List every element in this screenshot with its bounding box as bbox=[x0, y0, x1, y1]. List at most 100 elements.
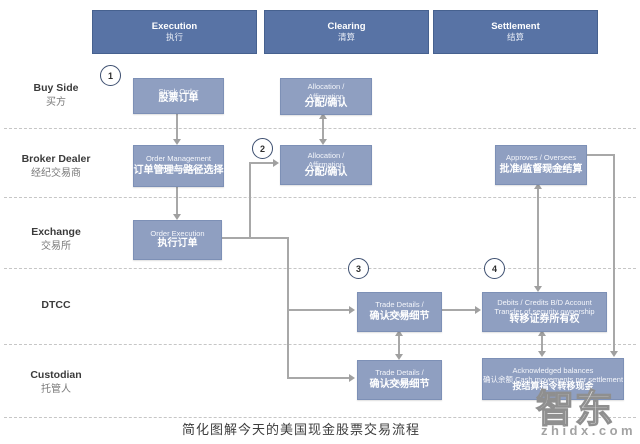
phase-title: Settlement bbox=[491, 20, 540, 32]
step-circle-4: 4 bbox=[484, 258, 505, 279]
arrowhead-down bbox=[534, 286, 542, 292]
lane-name: DTCC bbox=[41, 299, 71, 311]
box-text: Cash Settlement bbox=[513, 162, 569, 172]
box-allocation-broker: Allocation / Affirmation 分配/确认 bbox=[280, 145, 372, 185]
box-text: Confrim bbox=[386, 309, 413, 319]
watermark-logo: 智东西 bbox=[535, 386, 615, 444]
phase-header-execution: Execution 执行 bbox=[92, 10, 257, 54]
box-order-execution: Order Execution 执行订单 bbox=[133, 220, 222, 260]
lane-label-buy-side: Buy Side 买方 bbox=[4, 82, 108, 109]
connector-orderexec-branch bbox=[220, 237, 289, 239]
lane-name-zh: 经纪交易商 bbox=[31, 167, 81, 179]
connector-approves-right bbox=[585, 154, 615, 156]
box-text: Order Management bbox=[145, 154, 212, 164]
arrowhead-down bbox=[319, 139, 327, 145]
connector-to-tradecust bbox=[287, 377, 350, 379]
lane-name-zh: 交易所 bbox=[41, 240, 71, 252]
arrowhead-down bbox=[173, 139, 181, 145]
phase-header-clearing: Clearing 清算 bbox=[264, 10, 429, 54]
lane-name-zh: 托管人 bbox=[41, 383, 71, 395]
lane-name: Custodian bbox=[30, 369, 82, 381]
phase-title: Clearing bbox=[327, 20, 366, 32]
arrowhead-right bbox=[475, 306, 481, 314]
arrowhead-down bbox=[538, 351, 546, 357]
box-text-zh: 分配/确认 bbox=[304, 98, 348, 110]
box-debits-credits: Debits / Credits B/D Account Transfer of… bbox=[482, 292, 607, 332]
arrowhead-right bbox=[273, 159, 279, 167]
box-text-zh: 确认交易细节 bbox=[369, 379, 430, 391]
box-text: Trade Details / bbox=[375, 300, 424, 310]
box-acknowledged-balances: Acknowledged balances 确认余额 Cash movement… bbox=[482, 358, 624, 400]
box-text: 确认余额 Cash movements per settlement bbox=[482, 374, 624, 384]
box-allocation-buyside: Allocation / Affirmation 分配/确认 bbox=[280, 78, 372, 115]
box-text: Affirmation bbox=[308, 91, 344, 101]
step-circle-3: 3 bbox=[348, 258, 369, 279]
arrowhead-up bbox=[538, 330, 546, 336]
lane-name: Buy Side bbox=[33, 82, 79, 94]
box-stock-order: Stock Order 股票订单 bbox=[133, 78, 224, 114]
connector-debits-acknowledged bbox=[541, 334, 543, 353]
connector-to-tradedtcc bbox=[287, 309, 350, 311]
watermark-domain: zhidx.com bbox=[541, 423, 637, 438]
box-trade-details-dtcc: Trade Details / Confrim 确认交易细节 bbox=[357, 292, 442, 332]
connector-tradedtcc-debits bbox=[440, 309, 476, 311]
box-order-management: Order Management and Routing 订单管理与路径选择 bbox=[133, 145, 224, 187]
arrowhead-down bbox=[610, 351, 618, 357]
box-text: Acknowledged balances bbox=[512, 365, 594, 375]
lane-separator bbox=[4, 268, 636, 269]
lane-label-broker-dealer: Broker Dealer 经纪交易商 bbox=[4, 153, 108, 180]
box-text-zh: 股票订单 bbox=[158, 92, 199, 104]
lane-separator bbox=[4, 197, 636, 198]
box-text: Allocation / bbox=[307, 150, 345, 160]
box-text-zh: 转移证券所有权 bbox=[509, 313, 580, 325]
lane-name: Exchange bbox=[31, 226, 81, 238]
phase-title: Execution bbox=[151, 20, 198, 32]
box-text-zh: 分配/确认 bbox=[304, 166, 348, 178]
box-text: Stock Order bbox=[158, 86, 199, 96]
connector-ordermgmt-orderexec bbox=[176, 185, 178, 215]
phase-title-zh: 结算 bbox=[506, 31, 524, 42]
arrowhead-right bbox=[349, 306, 355, 314]
box-text: and Routing bbox=[158, 163, 199, 173]
box-text: Confrim bbox=[386, 377, 413, 387]
lane-separator bbox=[4, 128, 636, 129]
phase-title-zh: 执行 bbox=[165, 31, 183, 42]
box-text: Trade Details / bbox=[375, 368, 424, 378]
box-text: Transfer of security ownership bbox=[494, 307, 595, 317]
box-trade-details-custodian: Trade Details / Confrim 确认交易细节 bbox=[357, 360, 442, 400]
box-text-zh: 确认交易细节 bbox=[369, 311, 430, 323]
arrowhead-down bbox=[173, 214, 181, 220]
box-approves-oversees: Approves / Oversees Cash Settlement 批准/监… bbox=[495, 145, 587, 185]
arrowhead-down bbox=[395, 354, 403, 360]
box-text: Allocation / bbox=[307, 82, 345, 92]
lane-separator bbox=[4, 417, 636, 418]
connector-to-allocbroker bbox=[249, 162, 274, 164]
arrowhead-up bbox=[395, 330, 403, 336]
lane-name-zh: 买方 bbox=[46, 96, 66, 108]
connector-stockorder-ordermgmt bbox=[176, 112, 178, 141]
connector-tradedtcc-tradecust bbox=[398, 334, 400, 356]
arrowhead-up bbox=[319, 113, 327, 119]
box-text-zh: 批准/监督现金结算 bbox=[499, 164, 583, 176]
box-text: Order Execution bbox=[150, 229, 205, 239]
lane-separator bbox=[4, 344, 636, 345]
lane-label-custodian: Custodian 托管人 bbox=[4, 369, 108, 396]
lane-label-dtcc: DTCC bbox=[4, 299, 108, 313]
arrowhead-right bbox=[349, 374, 355, 382]
lane-name: Broker Dealer bbox=[21, 153, 91, 165]
connector-right-down bbox=[613, 154, 615, 352]
connector-allocbuy-allocbroker bbox=[322, 117, 324, 141]
box-text: Debits / Credits B/D Account bbox=[497, 297, 592, 307]
phase-title-zh: 清算 bbox=[337, 31, 355, 42]
diagram-caption: 简化图解今天的美国现金股票交易流程 bbox=[182, 422, 421, 437]
step-circle-2: 2 bbox=[252, 138, 273, 159]
connector-approves-debits bbox=[537, 187, 539, 289]
box-text-zh: 订单管理与路径选择 bbox=[133, 165, 224, 177]
phase-header-settlement: Settlement 结算 bbox=[433, 10, 598, 54]
lane-label-exchange: Exchange 交易所 bbox=[4, 226, 108, 253]
box-text-zh: 按结算指令转移现金 bbox=[512, 381, 594, 392]
box-text: Approves / Oversees bbox=[505, 153, 577, 163]
box-text: Affirmation bbox=[308, 160, 344, 170]
arrowhead-up bbox=[534, 183, 542, 189]
